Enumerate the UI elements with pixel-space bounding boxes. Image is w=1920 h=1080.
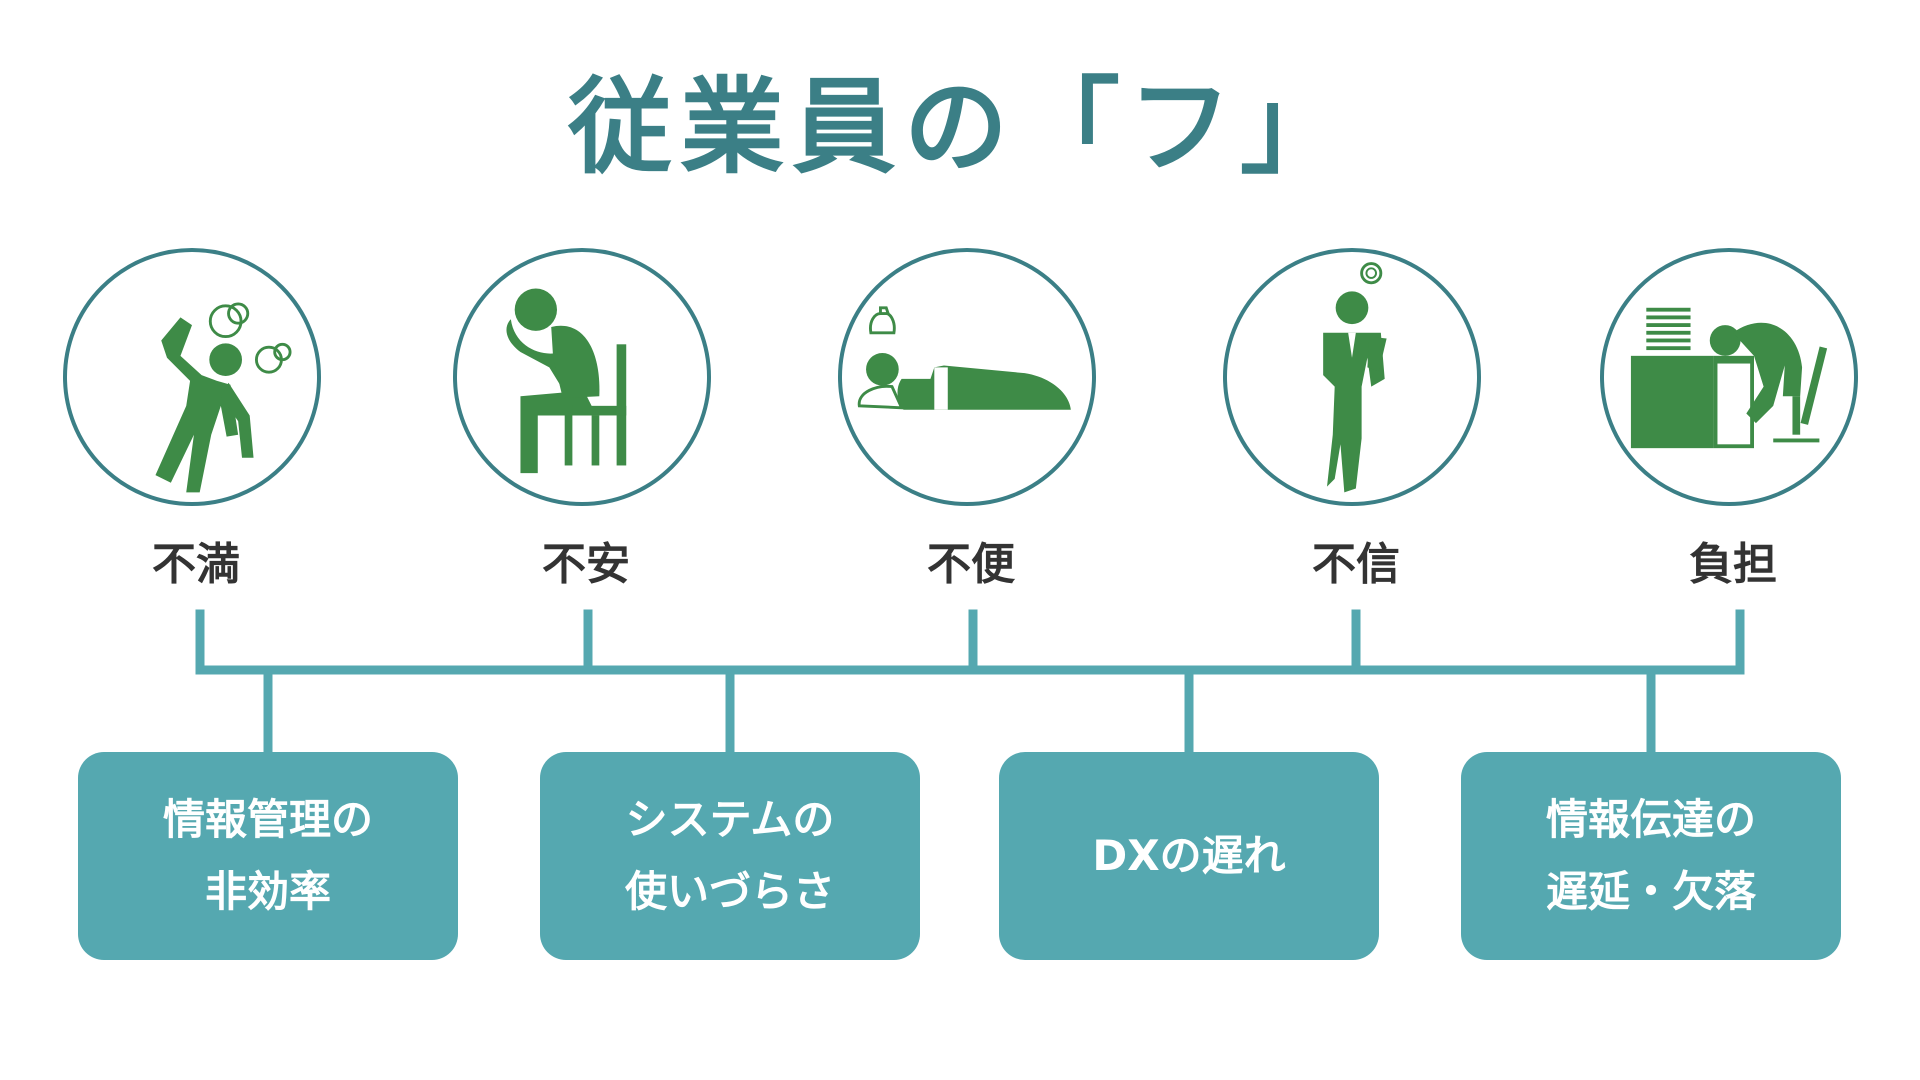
cause-text-2: システムの 使いづらさ [624, 795, 835, 916]
cause-text-1: 情報管理の 非効率 [162, 795, 373, 916]
cause-box-2: システムの 使いづらさ [540, 752, 920, 960]
cause-box-3: DXの遅れ [999, 752, 1379, 960]
category-label-2: 不安 [542, 539, 630, 590]
category-label-5: 負担 [1689, 539, 1777, 590]
category-label-4: 不信 [1312, 539, 1400, 590]
page-title: 従業員の「フ」 [567, 66, 1352, 188]
worried-person-icon [453, 248, 711, 506]
cause-text-4: 情報伝達の 遅延・欠落 [1545, 795, 1756, 916]
cause-box-1: 情報管理の 非効率 [78, 752, 458, 960]
cause-box-4: 情報伝達の 遅延・欠落 [1461, 752, 1841, 960]
category-label-3: 不便 [927, 539, 1015, 590]
exhausted-worker-icon [1600, 248, 1858, 506]
category-label-1: 不満 [152, 539, 240, 590]
angry-person-icon [63, 248, 321, 506]
confused-person-icon [1223, 248, 1481, 506]
collapsed-person-icon [838, 248, 1096, 506]
cause-text-3: DXの遅れ [1092, 831, 1286, 880]
